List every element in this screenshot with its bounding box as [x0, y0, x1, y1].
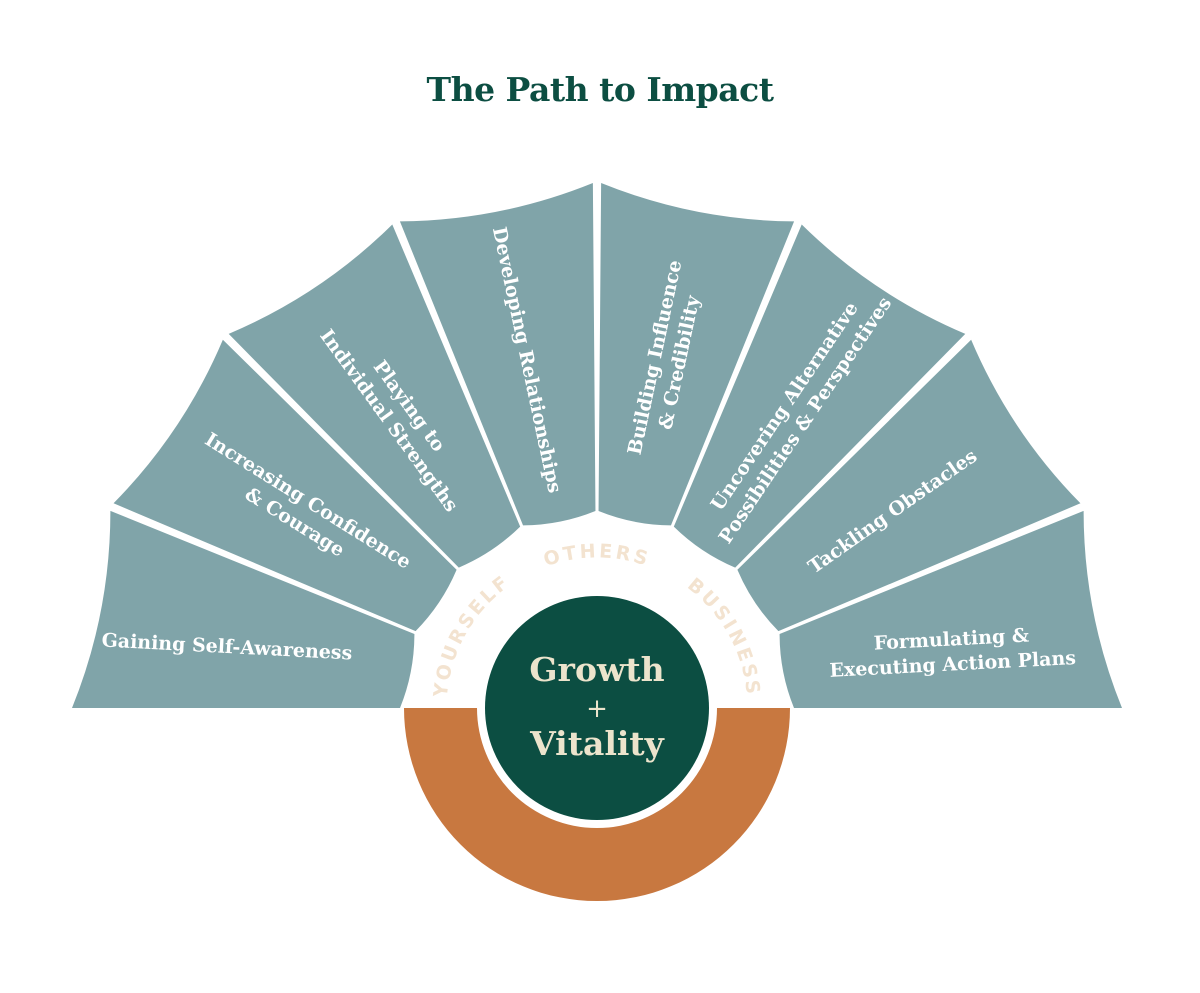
ring-band: [404, 708, 790, 901]
center-circle: Growth +Vitality: [478, 589, 716, 827]
segment-alternatives: [673, 224, 966, 568]
segment-strengths: [228, 224, 521, 568]
page-title: The Path to Impact: [426, 70, 774, 109]
segment-relationships: [399, 183, 596, 526]
segment-confidence: [113, 339, 457, 632]
segment-action-plans: [779, 510, 1122, 708]
center-circle-fill: [485, 596, 709, 820]
segment-influence: [598, 183, 795, 526]
center-label-plus: +: [586, 694, 608, 724]
center-label-vitality: Vitality: [529, 724, 665, 763]
segments: [72, 183, 1122, 708]
ring-label-others: OTHERS: [541, 540, 653, 571]
center-label-growth: Growth: [529, 650, 664, 689]
segment-obstacles: [737, 339, 1081, 632]
segment-self-awareness: [72, 510, 415, 708]
